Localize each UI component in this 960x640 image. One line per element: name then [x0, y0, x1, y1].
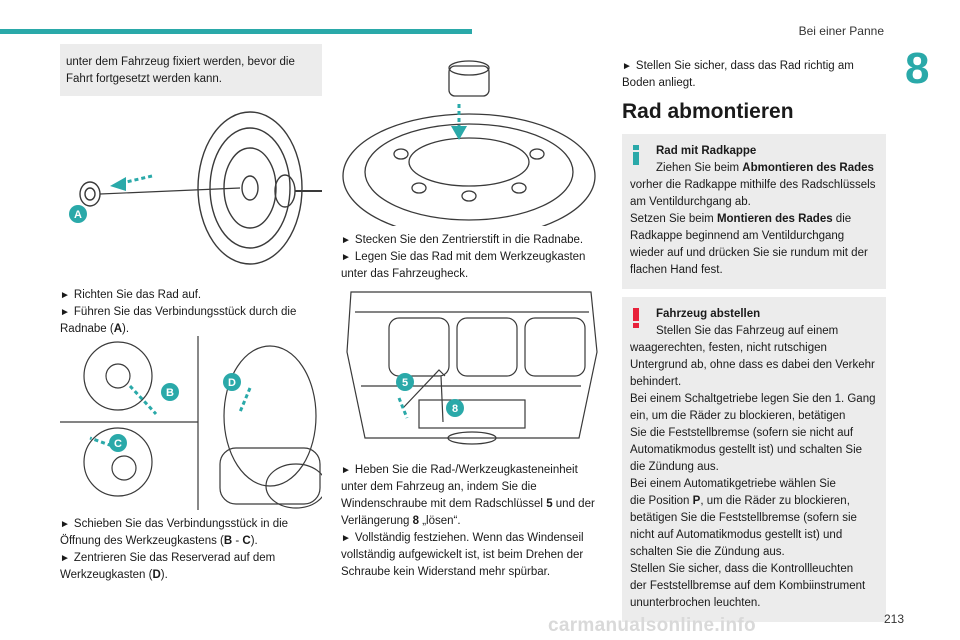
step-text: Radnabe ( [60, 323, 114, 335]
label-ref: D [152, 569, 161, 581]
info-text: vorher die Radkappe mithilfe des Radschl… [630, 179, 876, 191]
callout-A: A [74, 209, 82, 221]
label-ref: 8 [412, 515, 420, 527]
step-text: Boden anliegt. [622, 77, 696, 89]
warning-text: ein, um die Räder zu blockieren, betätig… [630, 410, 846, 422]
info-text: Abmontieren des Rades [742, 162, 874, 174]
continuation-note: unter dem Fahrzeug fixiert werden, bevor… [60, 44, 322, 96]
figure-centering-pin [341, 56, 603, 226]
step-text: ). [122, 323, 130, 335]
col2-steps-1: ►Stecken Sie den Zentrierstift in die Ra… [341, 232, 603, 283]
warning-text: der Feststellbremse auf dem Kombiinstrum… [630, 580, 866, 592]
warning-box-park-vehicle: Fahrzeug abstellen Stellen Sie das Fahrz… [622, 297, 886, 622]
callout-D: D [228, 377, 236, 389]
info-text: wieder auf und drücken Sie sie rundum mi… [630, 247, 868, 259]
warning-text: schalten Sie die Zündung aus. [630, 546, 785, 558]
section-title: Bei einer Panne [798, 24, 884, 38]
info-text: Radkappe beginnend am Ventildurchgang [630, 230, 845, 242]
step-text: ). [250, 535, 258, 547]
column-1: unter dem Fahrzeug fixiert werden, bevor… [60, 44, 322, 96]
watermark: carmanualsonline.info [548, 615, 756, 636]
callout-8: 8 [452, 403, 458, 415]
label-ref: A [113, 323, 123, 335]
label-ref: 5 [546, 498, 553, 510]
header-accent-bar [0, 29, 472, 34]
step-text: Führen Sie das Verbindungsstück durch di… [73, 306, 297, 318]
warning-text: , um die Räder zu blockieren, [700, 495, 850, 507]
info-text: flachen Hand fest. [630, 264, 723, 276]
figure-trunk-tools-5-8: 5 8 [341, 282, 603, 452]
step-text: - [232, 535, 243, 547]
step-text: Heben Sie die Rad-/Werkzeugkasteneinheit [354, 464, 578, 476]
figure-wheel-hub-A: A [60, 104, 322, 272]
col1-steps-2: ►Schieben Sie das Verbindungsstück in di… [60, 516, 322, 584]
section-heading: Rad abmontieren [622, 100, 794, 123]
col2-steps-2: ►Heben Sie die Rad-/Werkzeugkasteneinhei… [341, 462, 603, 581]
step-text: unter dem Fahrzeug an, indem Sie die [341, 481, 537, 493]
figure-toolbox-B-C-D: B C D [60, 336, 322, 510]
warning-text: nicht auf Automatikmodus gestellt ist) u… [630, 529, 843, 541]
step-text: Zentrieren Sie das Reserverad auf dem [73, 552, 276, 564]
warning-text: waagerechten, festen, nicht rutschigen [630, 342, 827, 354]
step-text: Legen Sie das Rad mit dem Werkzeugkasten [354, 251, 586, 263]
step-text: Stellen Sie sicher, dass das Rad richtig… [635, 60, 854, 72]
warning-title: Fahrzeug abstellen [656, 308, 761, 320]
warning-text: Untergrund ab, ohne dass es dabei den Ve… [630, 359, 875, 371]
col2-step-text: ►Stecken Sie den Zentrierstift in die Ra… [341, 234, 586, 280]
info-text: Ziehen Sie beim [656, 162, 743, 174]
step-text: Stecken Sie den Zentrierstift in die Rad… [354, 234, 584, 246]
warning-icon [633, 308, 639, 328]
warning-text: betätigen Sie die Feststellbremse (sofer… [630, 512, 857, 524]
warning-text: Bei einem Automatikgetriebe wählen Sie [630, 478, 836, 490]
col2-step-text: ►Heben Sie die Rad-/Werkzeugkasteneinhei… [341, 464, 595, 578]
callout-B: B [166, 387, 174, 399]
step-text: Werkzeugkasten ( [60, 569, 153, 581]
label-ref: C [242, 535, 251, 547]
warning-text: Bei einem Schaltgetriebe legen Sie den 1… [630, 393, 876, 405]
step-text: Verlängerung [341, 515, 413, 527]
warning-text: Automatikmodus gestellt ist) und schalte… [630, 444, 863, 456]
step-text: „lösen“. [419, 515, 461, 527]
step-text: Schieben Sie das Verbindungsstück in die [73, 518, 289, 530]
info-text: Setzen Sie beim [630, 213, 717, 225]
step-text: Richten Sie das Rad auf. [73, 289, 202, 301]
column-3: ►Stellen Sie sicher, dass das Rad richti… [622, 58, 886, 630]
step-text: unter das Fahrzeugheck. [341, 268, 469, 280]
warning-text: Stellen Sie sicher, dass die Kontrollleu… [630, 563, 854, 575]
chapter-number: 8 [905, 44, 930, 93]
step-text: vollständig aufgewickelt ist, ist beim D… [341, 549, 584, 561]
warning-text: die Zündung aus. [630, 461, 719, 473]
info-icon [633, 145, 639, 165]
col1-step-text: ►Richten Sie das Rad auf. ►Führen Sie da… [60, 289, 297, 335]
step-text: und der [552, 498, 595, 510]
info-box-hubcap: Rad mit Radkappe Ziehen Sie beim Abmonti… [622, 134, 886, 289]
warning-text: behindert. [630, 376, 682, 388]
warning-text: ununterbrochen leuchten. [630, 597, 761, 609]
warning-text: Stellen Sie das Fahrzeug auf einem [656, 325, 839, 337]
warning-text: P [692, 495, 701, 507]
col3-step-text: ►Stellen Sie sicher, dass das Rad richti… [622, 60, 854, 89]
col1-steps-1: ►Richten Sie das Rad auf. ►Führen Sie da… [60, 287, 322, 338]
info-text: am Ventildurchgang ab. [630, 196, 751, 208]
warning-text: die Position [630, 495, 693, 507]
step-text: Schraube kein Widerstand mehr spürbar. [341, 566, 551, 578]
page-number: 213 [883, 612, 904, 626]
label-ref: B [223, 535, 233, 547]
callout-C: C [114, 438, 122, 450]
info-text: die [832, 213, 852, 225]
step-text: Vollständig festziehen. Wenn das Windens… [354, 532, 584, 544]
col1-step-text: ►Schieben Sie das Verbindungsstück in di… [60, 518, 289, 581]
step-text: ). [160, 569, 168, 581]
info-title: Rad mit Radkappe [656, 145, 757, 157]
step-text: Öffnung des Werkzeugkastens ( [60, 535, 224, 547]
callout-5: 5 [402, 377, 408, 389]
info-text: Montieren des Rades [716, 213, 833, 225]
step-text: Windenschraube mit dem Radschlüssel [341, 498, 547, 510]
warning-text: Sie die Feststellbremse (sofern sie nich… [630, 427, 854, 439]
